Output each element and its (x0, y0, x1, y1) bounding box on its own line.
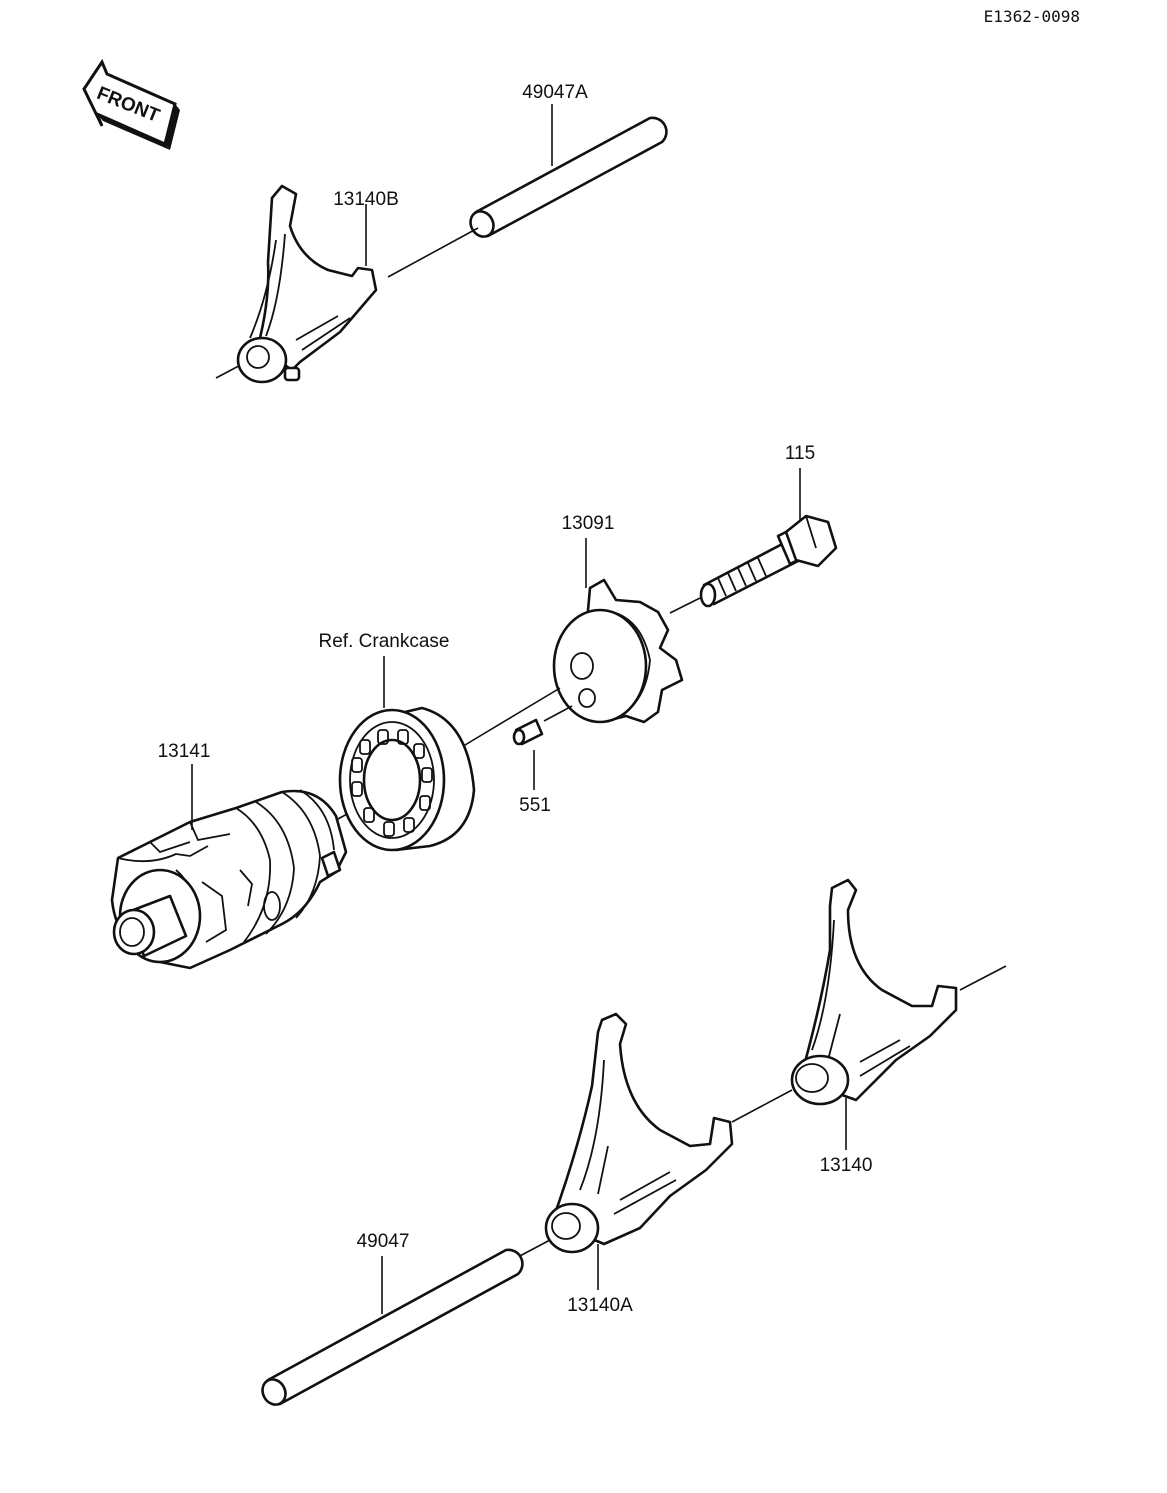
front-arrow-icon: FRONT (82, 58, 180, 150)
label-13140b: 13140B (333, 189, 399, 210)
label-551: 551 (519, 795, 551, 816)
label-13141: 13141 (158, 741, 211, 762)
pin-551 (512, 718, 544, 746)
label-ref-crankcase: Ref. Crankcase (319, 631, 450, 652)
label-13091: 13091 (562, 513, 615, 534)
label-115: 115 (785, 443, 815, 464)
label-13140: 13140 (820, 1155, 873, 1176)
shift-fork-13140a (544, 1012, 734, 1254)
shift-fork-13140 (790, 878, 958, 1106)
label-49047: 49047 (357, 1231, 410, 1252)
diagram-code: E1362-0098 (984, 7, 1080, 26)
bolt-115 (699, 514, 838, 608)
shift-drum-pin-holder-13091 (552, 578, 684, 724)
label-49047a: 49047A (522, 82, 588, 103)
shaft-49047a (469, 116, 668, 238)
bearing-ref-crankcase (338, 706, 476, 852)
shift-fork-13140b (236, 184, 378, 384)
shift-drum-13141 (110, 789, 348, 970)
shaft-49047 (261, 1248, 524, 1406)
label-13140a: 13140A (567, 1295, 633, 1316)
